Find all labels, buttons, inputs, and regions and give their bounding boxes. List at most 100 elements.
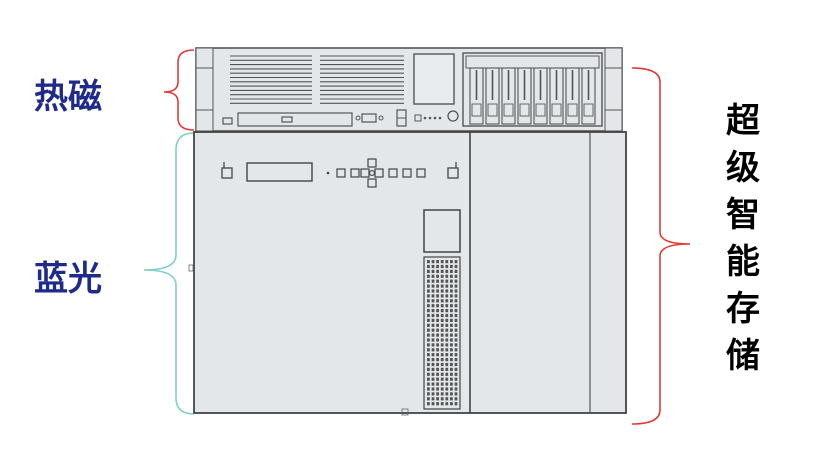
vent-hole (436, 362, 439, 367)
vent-hole (427, 264, 430, 269)
vent-hole (436, 284, 439, 288)
vent-hole (454, 402, 458, 406)
bracket-hot-magnetic (163, 49, 195, 131)
vent-hole (450, 382, 453, 386)
vent-hole (450, 348, 453, 352)
vent-hole (440, 309, 444, 313)
vent-hole (431, 313, 435, 318)
vent-hole (445, 309, 449, 313)
server-drive-bays (469, 67, 596, 125)
vent-hole (445, 323, 449, 327)
vent-hole (431, 318, 435, 322)
vent-hole (427, 372, 430, 376)
vent-hole (440, 284, 444, 288)
vent-hole (450, 269, 453, 273)
vent-hole (450, 294, 453, 298)
vent-hole (450, 260, 453, 264)
vent-hole (436, 367, 439, 371)
vent-hole (427, 333, 430, 337)
vent-hole (445, 387, 449, 391)
vent-hole (431, 279, 435, 283)
vent-hole (454, 333, 458, 337)
vent-hole (431, 397, 435, 401)
server-optical-drive (237, 112, 353, 127)
vent-hole (445, 397, 449, 401)
vent-hole (431, 402, 435, 406)
vent-hole (431, 309, 435, 313)
vent-hole (440, 392, 444, 396)
label-blu-ray: 蓝光 (34, 259, 102, 299)
vent-hole (454, 372, 458, 376)
vent-hole (427, 377, 430, 381)
vent-hole (445, 353, 449, 357)
vent-hole (436, 323, 439, 327)
vent-hole (427, 392, 430, 396)
vent-hole (436, 353, 439, 357)
vent-hole (431, 382, 435, 386)
vent-hole (436, 294, 439, 298)
vent-hole (450, 402, 453, 406)
server-right-ear (604, 47, 623, 132)
server-vent-grille (230, 55, 404, 104)
vent-hole (445, 392, 449, 396)
drive-bay (485, 67, 500, 125)
vent-hole (427, 269, 430, 273)
vent-hole (440, 387, 444, 391)
vent-hole (431, 387, 435, 391)
vent-hole (445, 367, 449, 371)
vent-hole (431, 304, 435, 308)
vent-hole (427, 382, 430, 386)
vent-hole (436, 264, 439, 269)
vent-hole (454, 362, 458, 367)
vent-hole (445, 362, 449, 367)
vent-hole (450, 309, 453, 313)
vent-hole (454, 284, 458, 288)
vent-hole (440, 338, 444, 342)
vent-hole (431, 367, 435, 371)
vent-hole (454, 318, 458, 322)
server-left-ear (195, 47, 214, 132)
vent-hole (431, 289, 435, 293)
vent-hole (440, 328, 444, 332)
vent-hole (436, 358, 439, 362)
vent-hole (431, 392, 435, 396)
vent-hole (450, 289, 453, 293)
vent-hole (436, 333, 439, 337)
vent-hole (436, 309, 439, 313)
cabinet-lock-right-icon (447, 162, 459, 179)
vent-hole (436, 372, 439, 376)
vent-hole (440, 382, 444, 386)
vent-hole (454, 279, 458, 283)
drive-bay (581, 67, 596, 125)
vent-hole (436, 304, 439, 308)
optical-library-cabinet (188, 131, 627, 416)
vent-hole (454, 358, 458, 362)
vent-hole (445, 318, 449, 322)
vent-hole (440, 348, 444, 352)
cabinet-lock-left-icon (221, 162, 233, 179)
vent-hole (436, 338, 439, 342)
vent-hole (454, 377, 458, 381)
vent-hole (445, 279, 449, 283)
vent-hole (427, 367, 430, 371)
server-display-window (413, 53, 455, 105)
vent-hole (450, 392, 453, 396)
vent-hole (440, 367, 444, 371)
vent-hole (445, 284, 449, 288)
vent-hole (450, 338, 453, 342)
vent-hole (427, 294, 430, 298)
label-super-char: 智 (726, 195, 760, 235)
vent-hole (440, 260, 444, 264)
vent-hole (445, 289, 449, 293)
label-super-char: 能 (726, 242, 760, 282)
vent-hole (454, 274, 458, 278)
vent-hole (436, 382, 439, 386)
vent-hole (431, 269, 435, 273)
vent-hole (431, 343, 435, 347)
vent-hole (436, 392, 439, 396)
vent-hole (427, 318, 430, 322)
vent-hole (450, 323, 453, 327)
vent-hole (440, 377, 444, 381)
vent-hole (440, 299, 444, 303)
